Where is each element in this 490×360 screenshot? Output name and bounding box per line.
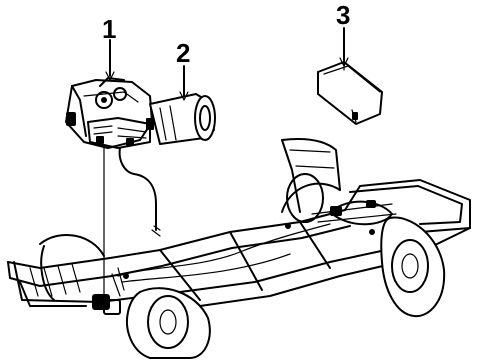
callout-3-arrow	[339, 57, 349, 67]
vacuum-pump-assembly-icon	[65, 77, 161, 297]
vehicle-chassis-icon	[7, 138, 471, 359]
cylinder-motor-icon	[146, 93, 216, 145]
callout-1-label: 1	[102, 14, 116, 44]
callout-2-arrow	[179, 91, 189, 101]
callout-leaders	[105, 27, 349, 101]
callout-1-arrow	[105, 71, 115, 81]
electronic-control-module-icon	[317, 61, 383, 125]
callout-3-label: 3	[336, 0, 350, 30]
callout-2-label: 2	[176, 38, 190, 68]
